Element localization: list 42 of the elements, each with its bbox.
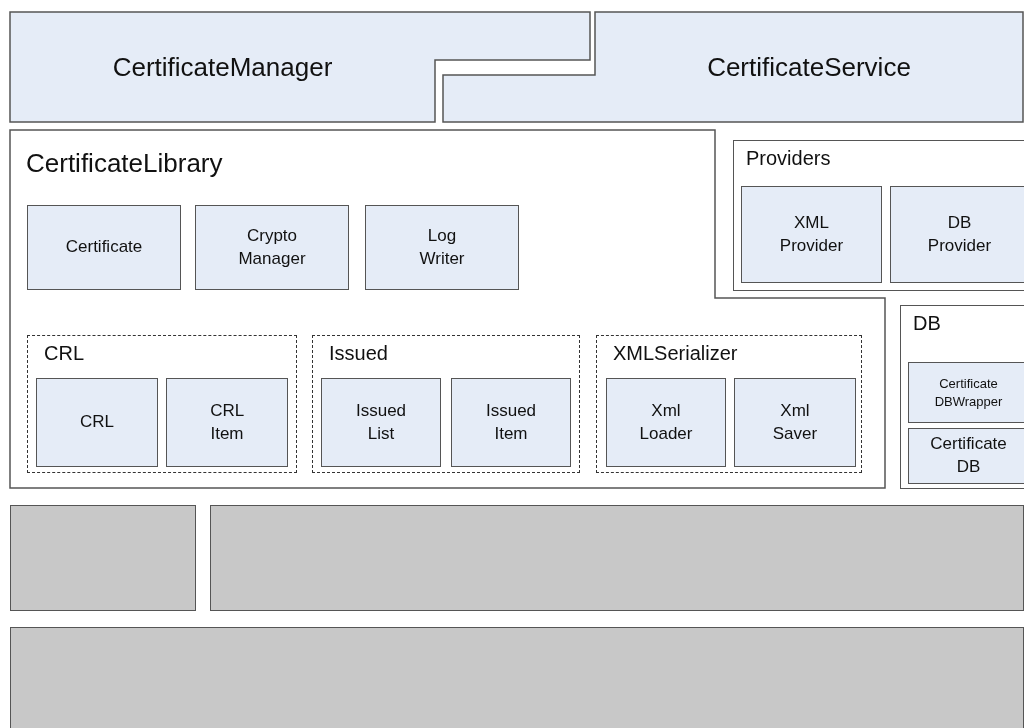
component-label: Xml Saver [772, 399, 818, 445]
group-heading: CRL [44, 342, 84, 365]
component-box [321, 378, 441, 467]
component-box [606, 378, 726, 467]
component-label: Issued Item [485, 399, 537, 445]
component-label: Issued List [355, 399, 407, 445]
platform-layer [10, 505, 196, 611]
group-box [733, 140, 1024, 291]
component-label: Certificate DB [930, 433, 1007, 478]
component-box [451, 378, 571, 467]
component-box [27, 205, 181, 290]
component-box [908, 362, 1024, 423]
component-label: Xml Loader [639, 399, 693, 445]
package-box [312, 335, 580, 473]
component-box [908, 428, 1024, 484]
platform-layer [210, 505, 1024, 611]
component-box [734, 378, 856, 467]
component-heading: CertificateLibrary [26, 148, 223, 179]
component-label: CRL [80, 411, 114, 434]
component-title: CertificateService [707, 51, 911, 83]
group-heading: Providers [746, 147, 831, 170]
component-box [890, 186, 1024, 283]
component-label: Log Writer [419, 224, 465, 270]
group-box [900, 305, 1024, 489]
package-box [596, 335, 862, 473]
component-label: DB Provider [927, 211, 992, 257]
group-heading: DB [913, 312, 941, 335]
platform-layer [10, 627, 1024, 728]
group-heading: XMLSerializer [613, 342, 738, 365]
package-box [27, 335, 297, 473]
component-label: Crypto Manager [238, 224, 306, 270]
component-box [36, 378, 158, 467]
component-label: Certificate DBWrapper [934, 374, 1003, 411]
component-box [166, 378, 288, 467]
component-title: CertificateManager [112, 51, 333, 83]
component-label: Certificate [65, 236, 143, 259]
component-box [195, 205, 349, 290]
group-heading: Issued [329, 342, 388, 365]
component-box [365, 205, 519, 290]
component-label: CRL Item [210, 399, 244, 445]
component-box [741, 186, 882, 283]
component-label: XML Provider [779, 211, 844, 257]
